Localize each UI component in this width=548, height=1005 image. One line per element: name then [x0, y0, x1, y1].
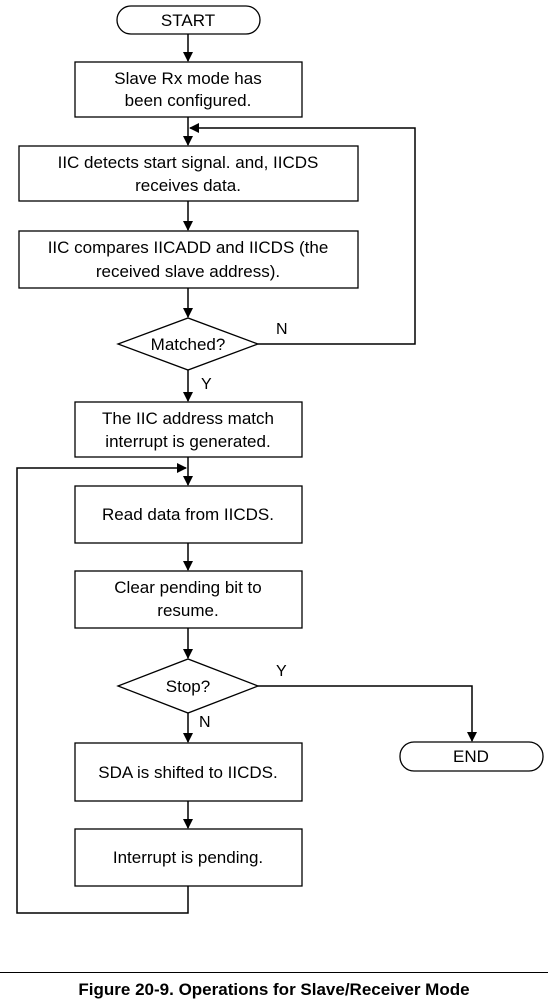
process-read-data: Read data from IICDS. [74, 485, 303, 544]
decision-label: Matched? [151, 335, 226, 354]
flowchart: START Slave Rx mode has been configured.… [16, 5, 544, 914]
connectors [16, 34, 477, 914]
process-compare-address: IIC compares IICADD and IICDS (the recei… [18, 230, 359, 289]
decision-label: Stop? [166, 677, 210, 696]
process-interrupt-pending: Interrupt is pending. [74, 828, 303, 887]
figure-caption: Figure 20-9. Operations for Slave/Receiv… [78, 980, 470, 999]
arrow-pending-loop-back [16, 463, 189, 914]
process-text-line: been configured. [125, 91, 252, 110]
process-text-line: Clear pending bit to [114, 578, 261, 597]
process-text-line: Interrupt is pending. [113, 848, 263, 867]
process-text-line: receives data. [135, 176, 241, 195]
caption-divider [0, 972, 548, 973]
branch-label-matched-yes: Y [201, 376, 212, 393]
process-text-line: Slave Rx mode has [114, 69, 261, 88]
process-text-line: Read data from IICDS. [102, 505, 274, 524]
process-text-line: received slave address). [96, 262, 280, 281]
process-text-line: IIC compares IICADD and IICDS (the [48, 238, 329, 257]
process-text-line: interrupt is generated. [105, 432, 270, 451]
process-clear-pending-bit: Clear pending bit to resume. [74, 570, 303, 629]
process-text-line: The IIC address match [102, 409, 274, 428]
arrow-matched-no-loop [189, 123, 416, 345]
process-text-line: SDA is shifted to IICDS. [98, 763, 278, 782]
decision-matched: Matched? [116, 317, 260, 371]
arrow-stop-yes-to-end [258, 685, 477, 742]
process-text-line: IIC detects start signal. and, IICDS [58, 153, 319, 172]
process-address-match-interrupt: The IIC address match interrupt is gener… [74, 401, 303, 458]
decision-stop: Stop? [116, 658, 260, 714]
branch-label-stop-no: N [199, 714, 211, 731]
process-detect-start-signal: IIC detects start signal. and, IICDS rec… [18, 145, 359, 202]
branch-label-matched-no: N [276, 321, 288, 338]
process-slave-rx-configured: Slave Rx mode has been configured. [74, 61, 303, 118]
process-text-line: resume. [157, 601, 218, 620]
start-label: START [161, 11, 215, 30]
end-label: END [453, 747, 489, 766]
end-terminator: END [399, 741, 544, 772]
start-terminator: START [116, 5, 261, 35]
process-sda-shifted: SDA is shifted to IICDS. [74, 742, 303, 802]
branch-label-stop-yes: Y [276, 663, 287, 680]
